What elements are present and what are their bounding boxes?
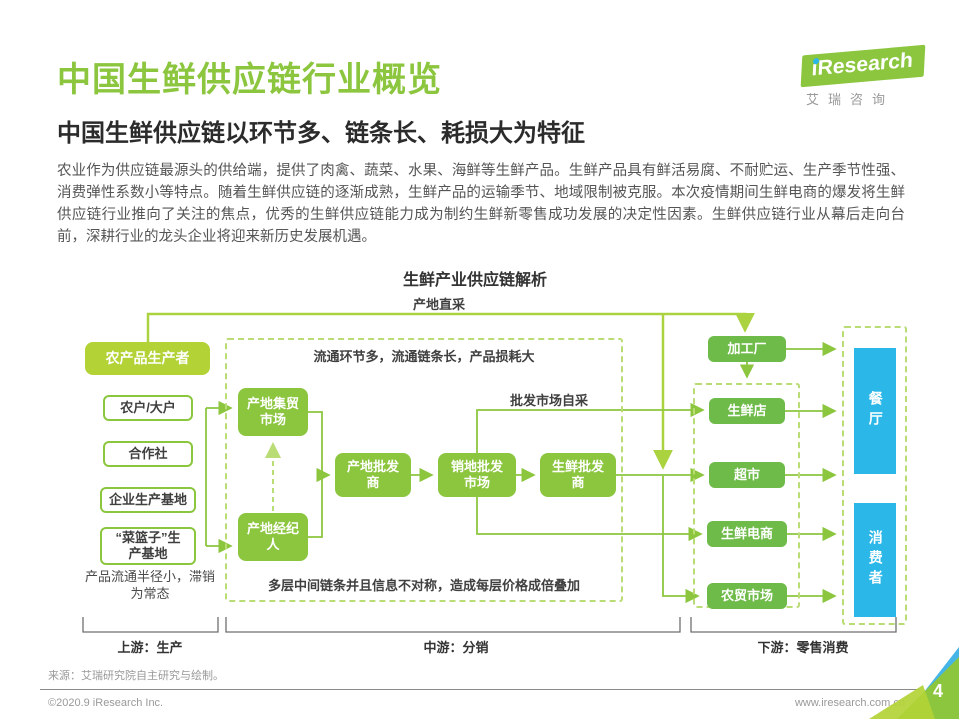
label-direct-sourcing: 产地直采 <box>413 297 466 312</box>
note-product-radius: 产品流通半径小，滞销 为常态 <box>84 569 215 601</box>
node-vegetable-basket-base: “菜篮子”生 产基地 <box>100 527 196 565</box>
node-enterprise-base: 企业生产基地 <box>100 487 196 513</box>
node-producer: 农产品生产者 <box>85 342 210 375</box>
corner-decoration <box>869 647 959 719</box>
node-restaurant: 餐厅 <box>854 348 896 474</box>
stage-label-midstream: 中游：分销 <box>423 640 489 655</box>
diagram-title: 生鲜产业供应链解析 <box>402 272 547 289</box>
node-fresh-ecommerce: 生鲜电商 <box>707 521 787 547</box>
logo-text: Research <box>816 48 914 80</box>
node-fresh-store: 生鲜店 <box>709 398 785 424</box>
logo-caption: 艾瑞咨询 <box>806 92 895 107</box>
node-dest-wholesale-market: 销地批发 市场 <box>438 453 516 497</box>
source-note: 来源：艾瑞研究院自主研究与绘制。 <box>48 670 224 682</box>
footer-copyright: ©2020.9 iResearch Inc. <box>48 697 164 709</box>
stage-label-upstream: 上游：生产 <box>117 640 183 655</box>
label-multilayer: 多层中间链条并且信息不对称，造成每层价格成倍叠加 <box>267 578 580 593</box>
label-wholesale-self-pickup: 批发市场自采 <box>510 393 589 408</box>
page-number: 4 <box>932 681 943 701</box>
node-origin-trade-market: 产地集贸 市场 <box>238 388 308 436</box>
node-cooperative: 合作社 <box>103 441 193 467</box>
node-origin-wholesaler: 产地批发 商 <box>335 453 411 497</box>
node-consumer: 消费者 <box>854 503 896 617</box>
footer-divider <box>40 689 920 690</box>
footer-website-link[interactable]: www.iresearch.com.cn <box>794 697 905 709</box>
distribution-dashed-box <box>225 338 623 602</box>
iresearch-logo: iResearch 艾瑞咨询 <box>800 44 932 108</box>
node-farmers-market: 农贸市场 <box>707 583 787 609</box>
node-farmer: 农户/大户 <box>103 395 193 421</box>
logo-shape: iResearch <box>800 44 926 88</box>
page-subtitle: 中国生鲜供应链以环节多、链条长、耗损大为特征 <box>57 120 585 147</box>
page-title: 中国生鲜供应链行业概览 <box>57 61 442 99</box>
node-origin-broker: 产地经纪 人 <box>238 513 308 561</box>
body-paragraph: 农业作为供应链最源头的供给端，提供了肉禽、蔬菜、水果、海鲜等生鲜产品。生鲜产品具… <box>57 163 905 245</box>
label-circulation: 流通环节多，流通链条长，产品损耗大 <box>313 349 535 364</box>
node-fresh-wholesaler: 生鲜批发 商 <box>540 453 616 497</box>
node-processing-plant: 加工厂 <box>708 336 786 362</box>
node-supermarket: 超市 <box>709 462 785 488</box>
consumer-dashed-box <box>842 326 907 625</box>
stage-label-downstream: 下游：零售消费 <box>757 640 849 655</box>
